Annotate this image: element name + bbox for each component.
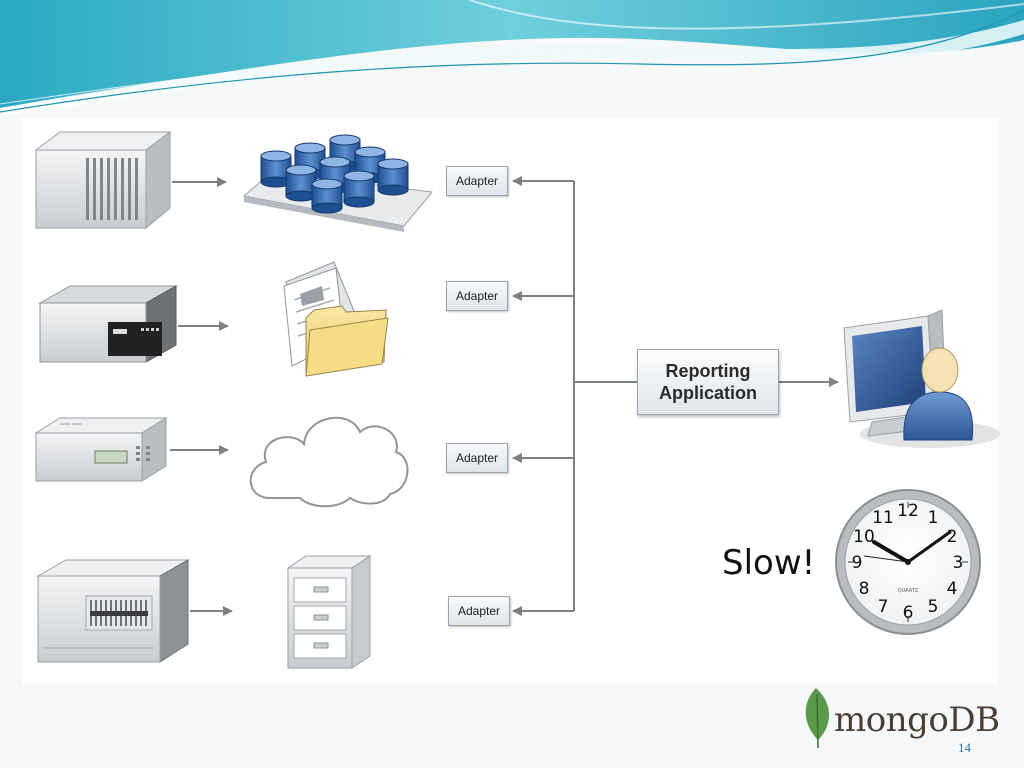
page-number: 14: [958, 740, 971, 755]
user-workstation-icon: [843, 309, 1000, 448]
clock-brand: QUARTZ: [898, 588, 919, 594]
clock-numeral-9: 9: [852, 553, 863, 573]
clock-numeral-5: 5: [928, 597, 939, 617]
modem-device-icon: [34, 417, 168, 482]
clock-numeral-12: 12: [897, 501, 919, 521]
adapter-box-1: Adapter: [446, 166, 508, 196]
mainframe-rack-icon: [34, 131, 172, 230]
adapter-bus-connector: [512, 176, 839, 616]
clock-numeral-4: 4: [947, 579, 958, 599]
clock-numeral-8: 8: [859, 579, 870, 599]
reporting-application-box: Reporting Application: [637, 349, 779, 415]
source-to-store-arrows: [170, 177, 233, 616]
clock-numeral-11: 11: [872, 508, 894, 528]
file-cabinet-icon: [286, 555, 372, 669]
mongodb-leaf-icon: [805, 688, 830, 749]
database-cluster-icon: [242, 134, 433, 232]
adapter-box-3: Adapter: [446, 443, 508, 473]
slow-label: Slow!: [722, 543, 816, 583]
rack-server-icon: [36, 559, 190, 663]
clock-numeral-10: 10: [853, 527, 875, 547]
wall-clock-icon: 12 1 2 3 4 5 6 7 8 9 10 11 QUARTZ: [835, 489, 981, 635]
reporting-application-line2: Application: [659, 383, 757, 403]
clock-numeral-1: 1: [928, 508, 939, 528]
network-appliance-icon: [38, 285, 178, 363]
adapter-box-2: Adapter: [446, 281, 508, 311]
clock-numeral-7: 7: [878, 597, 889, 617]
mongodb-wordmark: mongoDB: [834, 700, 1000, 740]
document-folder-icon: [283, 261, 389, 377]
cloud-icon: [249, 416, 409, 508]
adapter-box-4: Adapter: [448, 596, 510, 626]
clock-numeral-3: 3: [953, 553, 964, 573]
header-wave-banner: [0, 0, 1024, 116]
clock-numeral-2: 2: [947, 527, 958, 547]
reporting-application-line1: Reporting: [665, 361, 751, 381]
clock-numeral-6: 6: [903, 603, 914, 623]
